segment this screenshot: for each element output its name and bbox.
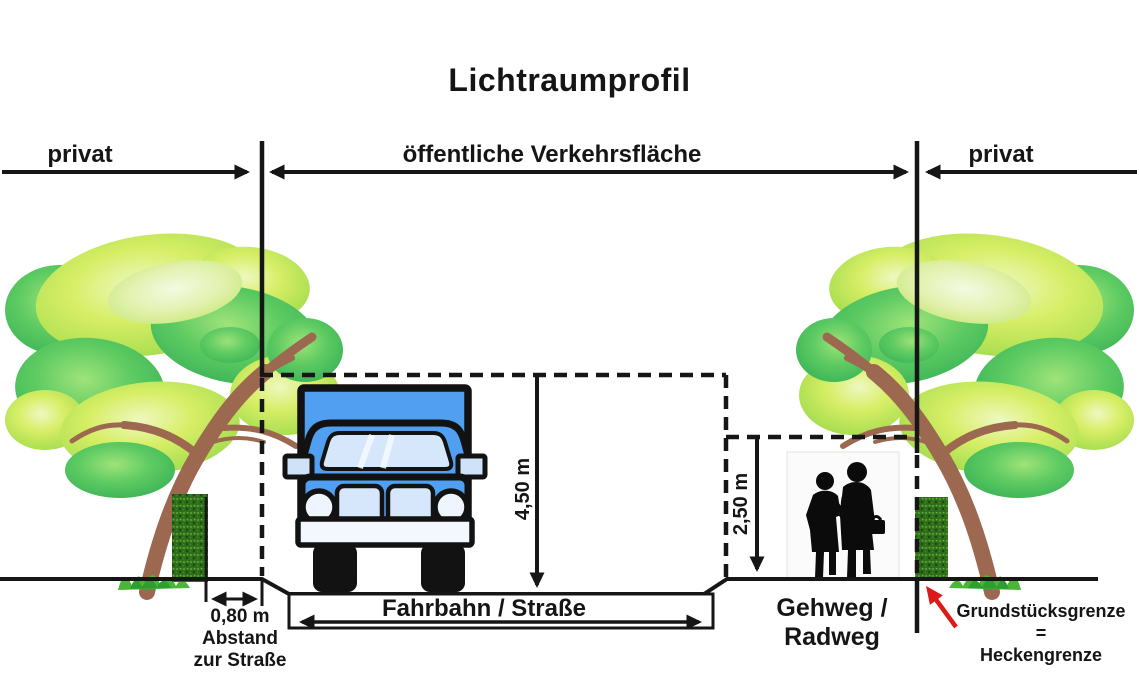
truck-icon (282, 384, 488, 592)
clearance-box-4-50 (259, 372, 729, 577)
clearance-box-2-50 (726, 434, 920, 575)
pedestrians-icon (786, 451, 900, 580)
zone-label-public: öffentliche Verkehrsfläche (402, 141, 702, 168)
red-arrow-icon (926, 585, 958, 629)
hedge-icon-right (915, 497, 948, 579)
property-boundary-label-line1: Grundstücksgrenze (956, 601, 1126, 621)
clearance-height-value: 4,50 m (512, 457, 534, 521)
zone-label-private-right: privat (968, 141, 1034, 168)
hedge-icon-left (172, 494, 208, 582)
property-boundary-label-line2: = (1035, 623, 1047, 643)
setback-caption-line1: Abstand (202, 628, 278, 649)
sidewalk-label-line2: Radweg (784, 623, 880, 651)
road-label: Fahrbahn / Straße (381, 595, 587, 622)
setback-value: 0,80 m (210, 606, 270, 627)
setback-caption-line2: zur Straße (193, 650, 287, 671)
road-label-box (287, 592, 715, 630)
zone-label-private-left: privat (47, 141, 113, 168)
path-clearance-height-value: 2,50 m (730, 472, 752, 536)
sidewalk-label-line1: Gehweg / (776, 594, 888, 622)
setback-dimension (204, 497, 264, 607)
page-title: Lichtraumprofil (448, 62, 691, 98)
property-boundary-label-line3: Heckengrenze (979, 645, 1103, 665)
